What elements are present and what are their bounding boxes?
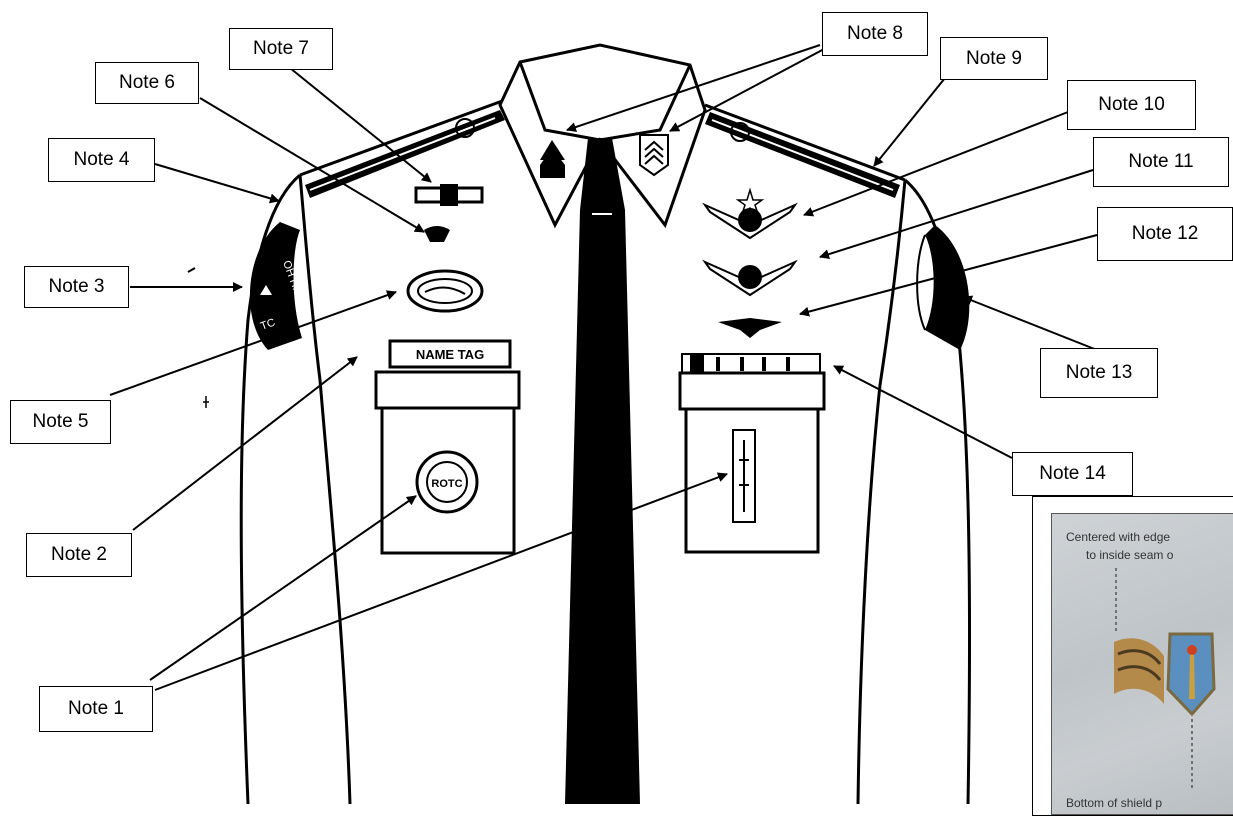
arrow-note13 <box>963 297 1097 350</box>
note-11-label: Note 11 <box>1093 137 1229 187</box>
name-tag-label: NAME TAG <box>416 347 484 362</box>
right-patch-letter: F <box>937 305 947 322</box>
arrow-note9 <box>874 78 945 166</box>
note-12-label: Note 12 <box>1097 207 1233 261</box>
note-4-label: Note 4 <box>48 138 155 182</box>
right-shoulder-patch: F <box>917 225 969 350</box>
photo-shield-pin <box>1168 634 1214 714</box>
oval-badge <box>408 271 482 311</box>
wing-badge-middle <box>705 262 795 295</box>
photo-chevron-pin <box>1114 638 1164 704</box>
note-8-label: Note 8 <box>822 12 928 56</box>
left-epaulet <box>305 110 505 198</box>
left-pocket-patch-text: ROTC <box>431 478 462 490</box>
right-pocket <box>680 373 824 552</box>
note-6-label: Note 6 <box>95 62 199 104</box>
stray-mark-1 <box>188 268 195 272</box>
arrow-note1-left <box>150 496 416 680</box>
collar-insignia-right <box>640 135 668 175</box>
tie <box>565 138 640 804</box>
inset-photo: Centered with edge to inside seam o Bott… <box>1051 513 1233 815</box>
inset-photo-panel: Centered with edge to inside seam o Bott… <box>1032 496 1233 816</box>
name-tag: NAME TAG <box>390 341 510 367</box>
left-shoulder-patch: OH HIGH TC <box>250 222 308 350</box>
note-2-label: Note 2 <box>26 533 132 577</box>
stray-mark-2 <box>203 396 209 408</box>
note-1-label: Note 1 <box>39 686 153 732</box>
note-9-label: Note 9 <box>940 37 1048 80</box>
arrow-note14 <box>834 366 1012 458</box>
note-14-label: Note 14 <box>1012 452 1133 496</box>
wing-badge-small <box>424 226 450 242</box>
arrow-note4 <box>155 164 279 201</box>
left-pocket <box>376 372 519 553</box>
note-13-label: Note 13 <box>1040 348 1158 398</box>
note-5-label: Note 5 <box>10 400 111 444</box>
note-10-label: Note 10 <box>1067 80 1196 130</box>
ribbon-badge <box>416 184 482 206</box>
photo-caption-bottom: Bottom of shield p <box>1066 796 1162 810</box>
note-3-label: Note 3 <box>24 266 129 308</box>
ribbon-bar <box>682 354 820 374</box>
note-7-label: Note 7 <box>229 28 333 70</box>
right-epaulet <box>705 112 900 198</box>
wing-badge-top <box>705 190 795 238</box>
wing-badge-small-right <box>718 318 782 338</box>
photo-badge-graphic <box>1052 514 1233 814</box>
